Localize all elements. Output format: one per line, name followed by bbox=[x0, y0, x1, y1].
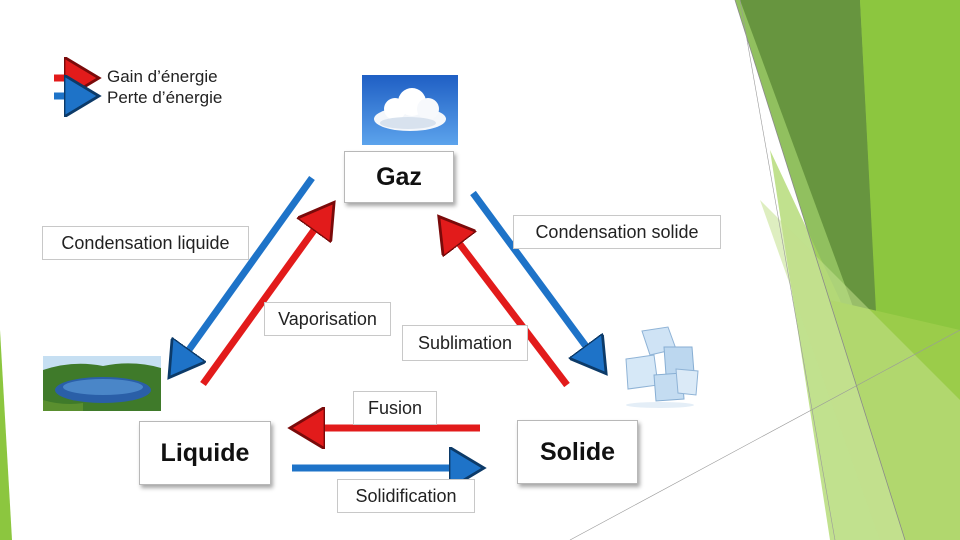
label-vaporisation: Vaporisation bbox=[264, 302, 391, 336]
condensation-liquide-arrow bbox=[173, 175, 315, 372]
state-gas-box: Gaz bbox=[344, 151, 454, 203]
condensation-solide-arrow bbox=[470, 190, 602, 368]
label-sublimation: Sublimation bbox=[402, 325, 528, 361]
legend-gain-label: Gain d’énergie bbox=[107, 67, 218, 86]
sublimation-arrow bbox=[443, 222, 570, 388]
cloud-image bbox=[362, 75, 458, 145]
lake-image bbox=[43, 356, 161, 411]
legend-loss-label: Perte d’énergie bbox=[107, 88, 223, 107]
state-solid-box: Solide bbox=[517, 420, 638, 484]
label-condensation-liquide: Condensation liquide bbox=[42, 226, 249, 260]
label-fusion: Fusion bbox=[353, 391, 437, 425]
vaporisation-arrow bbox=[200, 208, 330, 387]
ice-cubes-image bbox=[620, 325, 702, 409]
label-solidification: Solidification bbox=[337, 479, 475, 513]
label-condensation-solide: Condensation solide bbox=[513, 215, 721, 249]
state-liquid-box: Liquide bbox=[139, 421, 271, 485]
